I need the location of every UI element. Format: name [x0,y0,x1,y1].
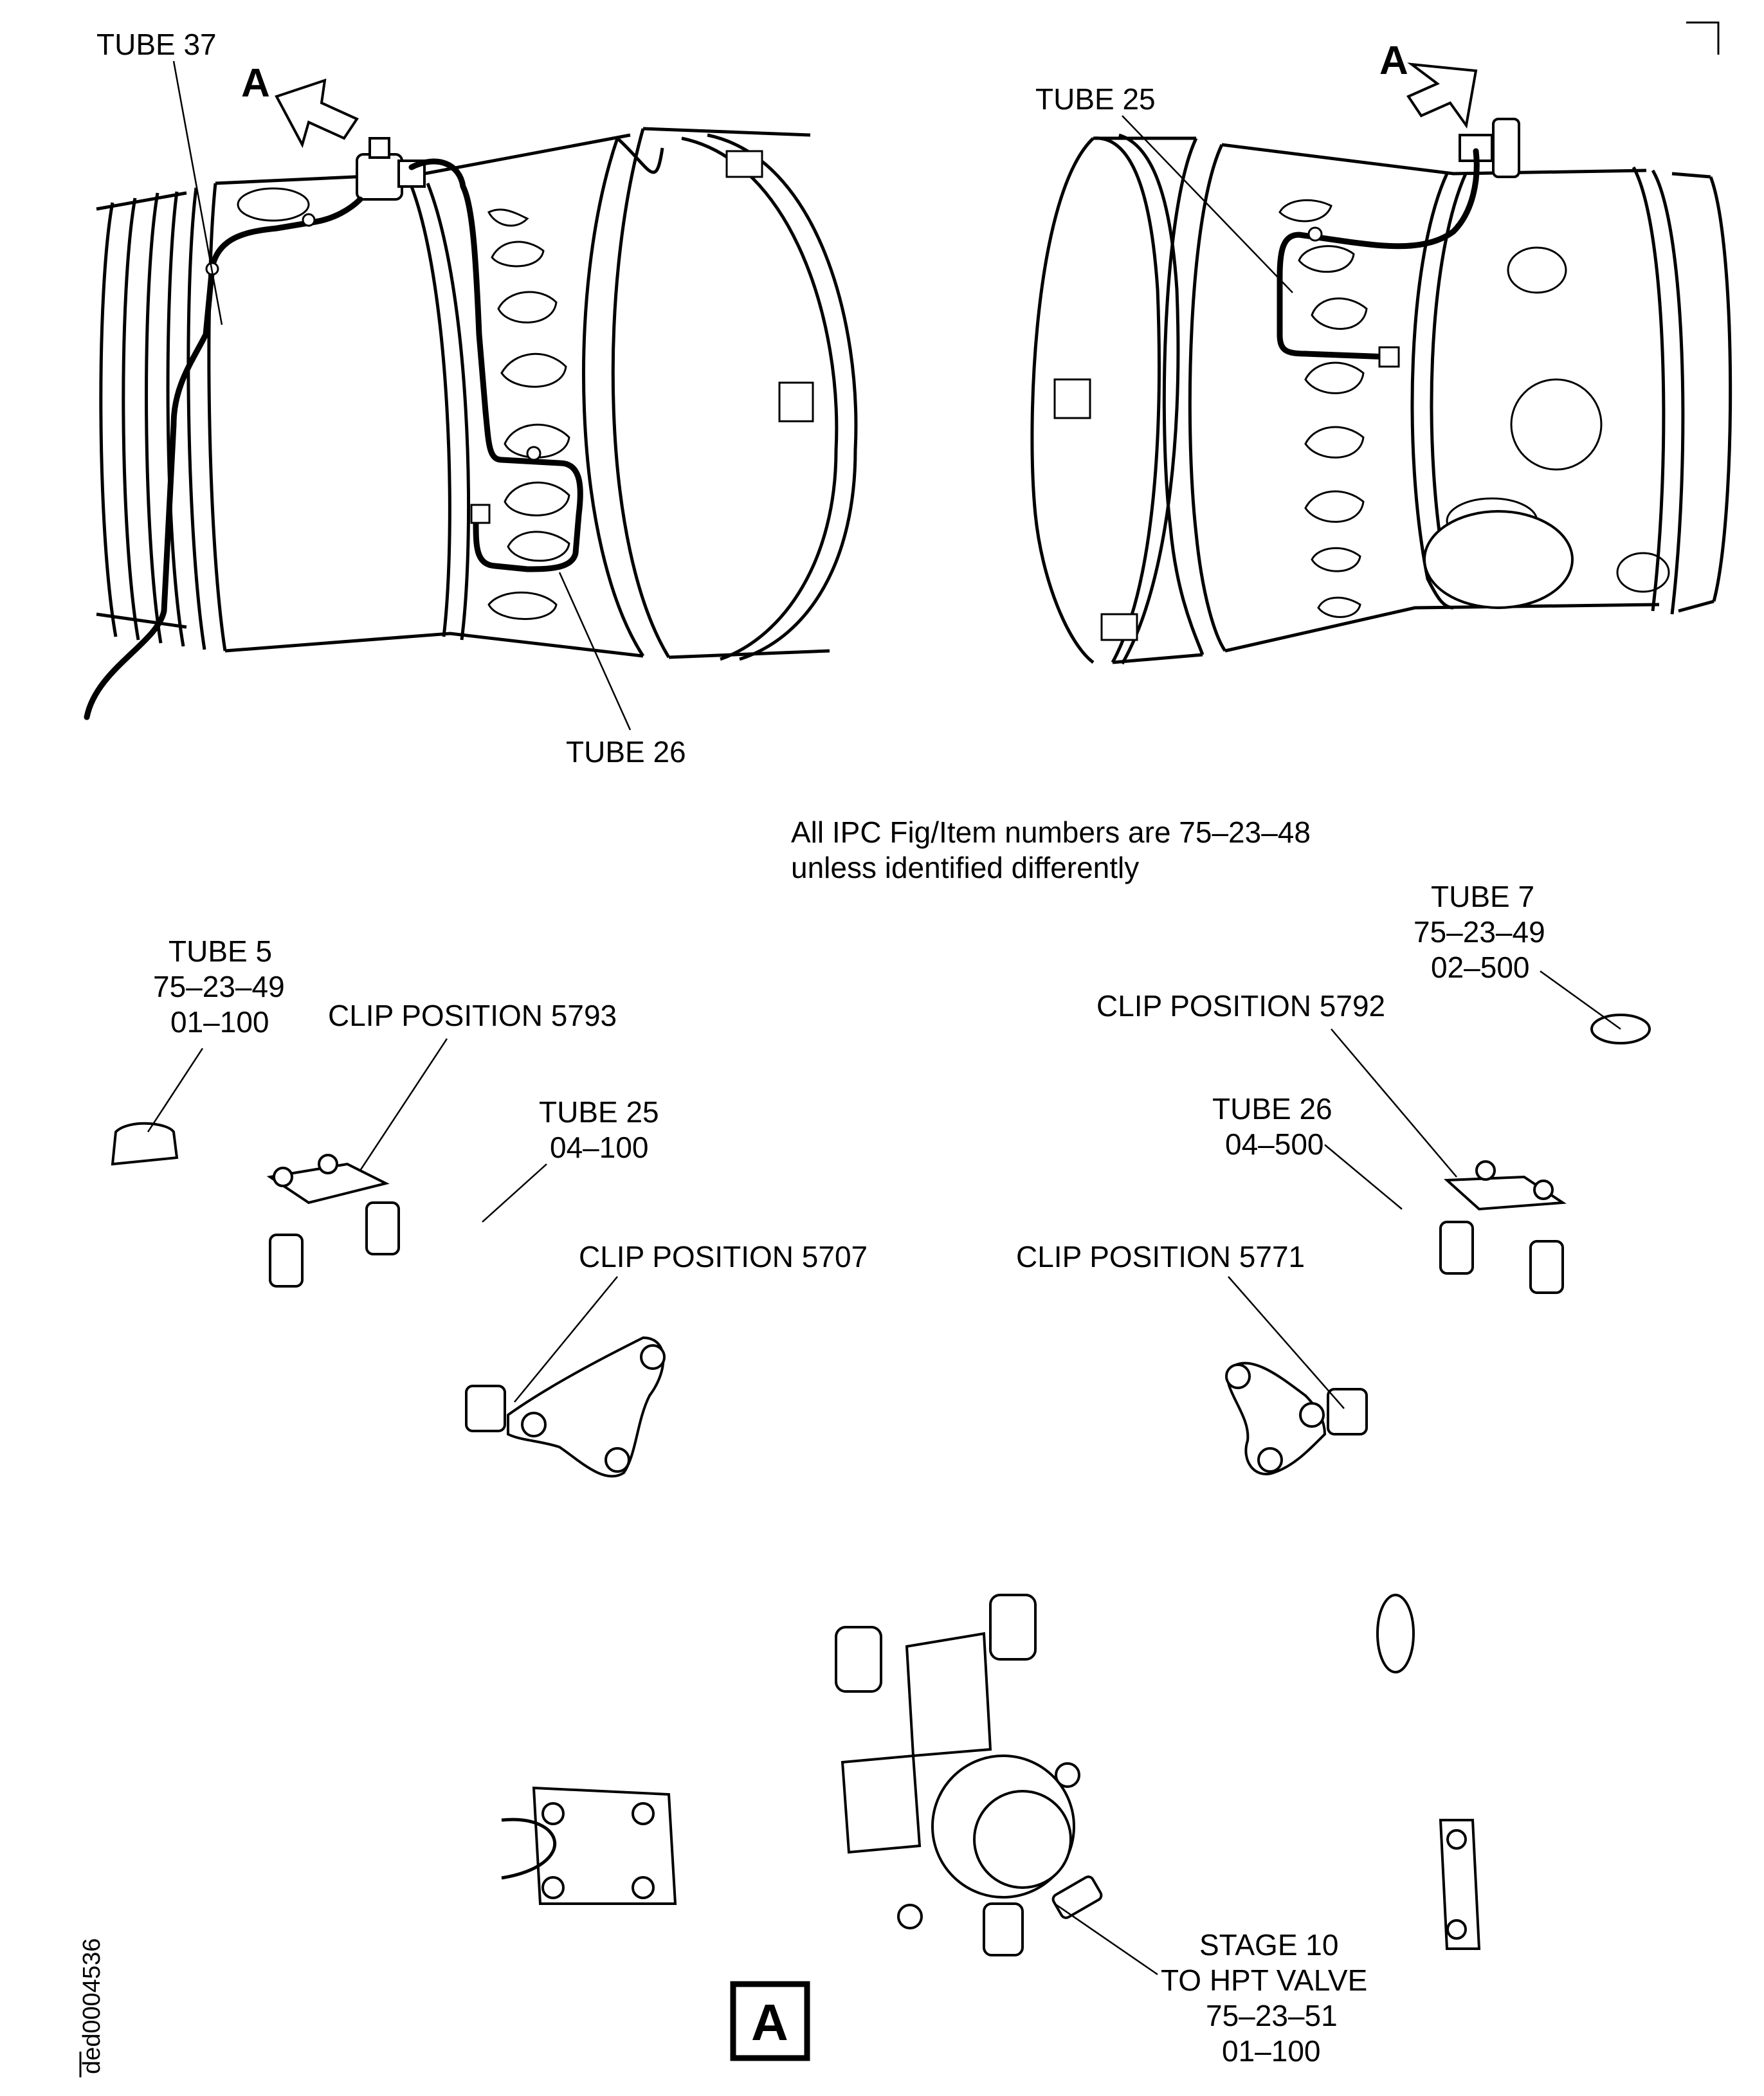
label-clip-5793: CLIP POSITION 5793 [328,999,617,1032]
note-line-1: All IPC Fig/Item numbers are 75–23–48 [791,816,1311,849]
corner-mark [1686,21,1720,55]
view-arrow-right [1406,62,1478,129]
label-tube-37: TUBE 37 [96,28,217,61]
label-tube-25: TUBE 25 [539,1095,659,1129]
label-clip-5707: CLIP POSITION 5707 [579,1240,868,1273]
label-clip-5771: CLIP POSITION 5771 [1016,1240,1305,1273]
label-tube-25-top: TUBE 25 [1035,82,1156,116]
label-stage-item: 01–100 [1222,2034,1321,2068]
right-flange [1439,1819,1481,1950]
label-clip-5792: CLIP POSITION 5792 [1096,989,1385,1023]
left-flange [501,1786,677,1905]
engine-case-left [96,127,858,661]
label-to-hpt-valve: TO HPT VALVE [1161,1964,1367,1997]
note-line-2: unless identified differently [791,851,1139,884]
view-a-box [730,1981,810,2061]
label-tube-25-item: 04–100 [550,1131,649,1164]
clip-5793 [266,1154,400,1288]
label-tube-26-top: TUBE 26 [566,735,686,769]
view-a-box-label: A [751,1994,788,2051]
clip-5707 [465,1336,666,1478]
label-view-a-left: A [241,61,270,105]
label-view-a-right: A [1379,39,1408,83]
label-tube-5-fig: 75–23–49 [153,970,285,1003]
clip-5792 [1439,1160,1567,1294]
label-tube-7-fig: 75–23–49 [1414,915,1545,949]
label-tube-7: TUBE 7 [1431,880,1534,913]
engine-case-right [1030,118,1732,665]
label-stage-10: STAGE 10 [1199,1928,1338,1962]
view-arrow-left [275,78,359,149]
label-tube-26-item: 04–500 [1225,1127,1324,1161]
figure-id: ded0004536 [78,1938,105,2074]
label-tube-5: TUBE 5 [168,934,272,968]
label-stage-fig: 75–23–51 [1206,1999,1338,2032]
label-tube-5-item: 01–100 [170,1005,269,1039]
label-tube-26: TUBE 26 [1212,1092,1332,1125]
top-left-tubes [84,158,583,720]
label-tube-7-item: 02–500 [1431,951,1530,984]
top-right-tubes [1277,148,1480,368]
stage10-valve [835,1594,1103,1956]
view-a-tubes [95,1001,1720,1932]
leader-lines [147,60,1621,1976]
